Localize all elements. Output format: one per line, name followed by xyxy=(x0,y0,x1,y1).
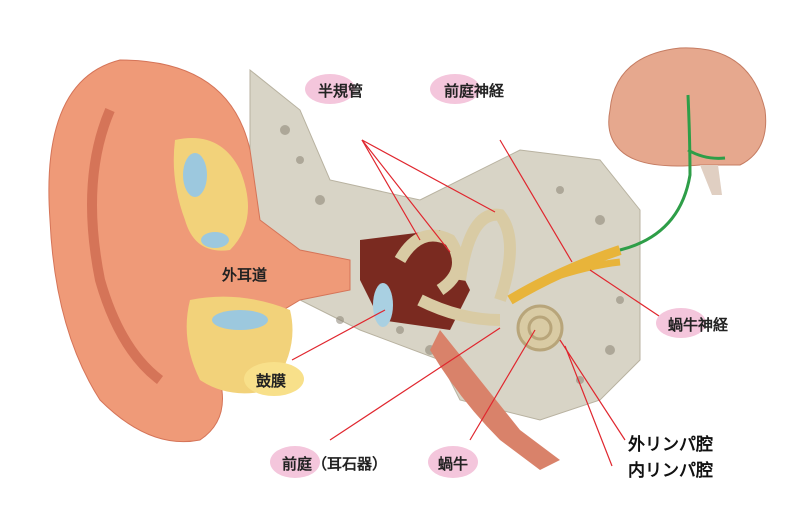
label-cochlea: 蝸牛 xyxy=(438,455,469,473)
auditory-tube xyxy=(430,330,560,470)
label-bg xyxy=(428,446,478,478)
bone-texture xyxy=(280,125,624,389)
label-perilymphatic-space: 外リンパ腔 xyxy=(628,435,713,455)
label-bg xyxy=(270,446,320,478)
eardrum-shape xyxy=(373,283,393,327)
inner-ear-labyrinth xyxy=(394,208,516,326)
auricle-inner xyxy=(87,108,164,384)
label-endolymphatic-space: 内リンパ腔 xyxy=(628,461,713,481)
label-bg xyxy=(430,74,480,104)
label-external-auditory-canal: 外耳道 xyxy=(222,266,268,284)
label-bg xyxy=(305,74,355,104)
leader-lines xyxy=(291,139,663,467)
label-vestibule: 前庭（耳石器） xyxy=(282,455,388,473)
cochlea-shape xyxy=(516,304,564,352)
label-cochlear-nerve: 蝸牛神経 xyxy=(668,316,729,334)
label-vestibular-nerve: 前庭神経 xyxy=(444,82,505,100)
label-bg xyxy=(656,308,706,338)
nerve-pathway xyxy=(619,94,726,252)
label-eardrum: 鼓膜 xyxy=(256,372,287,390)
label-bg xyxy=(244,362,304,396)
label-semicircular-canals: 半規管 xyxy=(318,82,364,100)
